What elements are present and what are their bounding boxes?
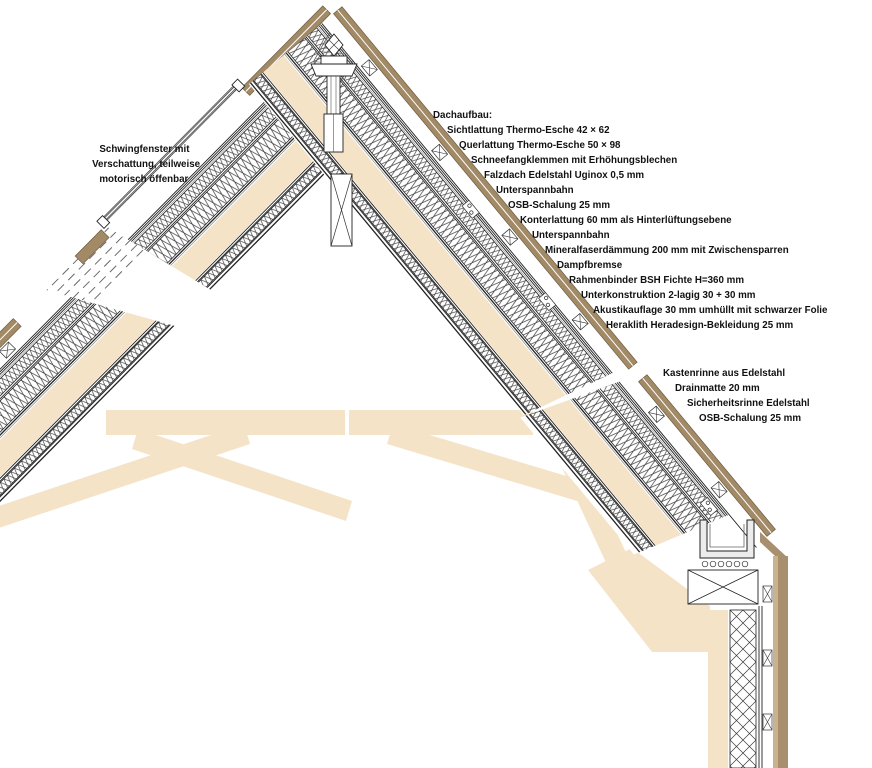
annotation-line: Dampfbremse [556, 259, 622, 271]
wall-sheathing-lines [758, 606, 763, 768]
ridge-cap-top [320, 55, 348, 65]
annotation-line: Querlattung Thermo-Esche 50 × 98 [459, 139, 621, 151]
truss-diagonal-left-right [132, 429, 352, 521]
annotation-line: Unterkonstruktion 2-lagig 30 + 30 mm [581, 289, 756, 301]
wall-framing-timber [708, 610, 728, 768]
annotation-line: OSB-Schalung 25 mm [508, 199, 611, 211]
annotation-line: Rahmenbinder BSH Fichte H=360 mm [569, 274, 745, 286]
eaves-soffit-timber [588, 548, 710, 652]
window-frame-bottom [96, 214, 111, 229]
annotation-line: OSB-Schalung 25 mm [699, 412, 802, 424]
annotation-line: Heraklith Heradesign-Bekleidung 25 mm [605, 319, 793, 331]
truss-bottom-chord-mid [349, 410, 533, 435]
annotation-line: Sichtlattung Thermo-Esche 42 × 62 [447, 124, 610, 136]
ridge-cap-flange [310, 63, 358, 77]
ridge-post [326, 75, 341, 115]
annotation-line: Falzdach Edelstahl Uginox 0,5 mm [483, 169, 644, 181]
annotation-line: Unterspannbahn [495, 184, 574, 196]
annotation-line: Verschattung, teilweise [92, 158, 201, 170]
roof-buildup-annotation: Dachaufbau: Sichtlattung Thermo-Esche 42… [433, 108, 845, 333]
roof-buildup-layer-list: Sichtlattung Thermo-Esche 42 × 62 Querlat… [433, 123, 845, 333]
annotation-line: Kastenrinne aus Edelstahl [663, 367, 786, 379]
annotation-line: Unterspannbahn [532, 229, 610, 241]
truss-bottom-chord-left [106, 410, 345, 435]
window-assembly [96, 78, 246, 229]
drain-mat-dots [701, 560, 749, 568]
annotation-line: Drainmatte 20 mm [675, 382, 760, 394]
annotation-line: Sicherheitsrinne Edelstahl [687, 397, 810, 409]
box-gutter-profile [699, 519, 755, 559]
roof-layers-left [0, 3, 411, 505]
annotation-line: Mineralfaserdämmung 200 mm mit Zwischens… [544, 244, 789, 256]
ridge-detail [310, 33, 358, 247]
annotation-line: Konterlattung 60 mm als Hinterlüftungseb… [520, 214, 732, 226]
safety-gutter-profile [709, 524, 745, 548]
wall-insulation [729, 609, 757, 768]
eaves-gutter-detail [687, 519, 759, 605]
annotation-line: motorisch öffenbar [99, 173, 189, 185]
annotation-line: Schneefangklemmen mit Erhöhungsblechen [471, 154, 678, 166]
annotation-line: Akustikauflage 30 mm umhüllt mit schwarz… [593, 304, 828, 316]
ash-batten-sill-stub [74, 229, 110, 265]
wall-cladding [778, 556, 788, 768]
roof-buildup-heading: Dachaufbau: [433, 109, 493, 121]
annotation-line: Schwingfenster mit [98, 143, 190, 155]
wall-section [729, 532, 788, 768]
window-hinge-top [231, 78, 246, 93]
roof-slope-left [0, 3, 411, 505]
wall-cladding-light-stripe [773, 556, 778, 768]
